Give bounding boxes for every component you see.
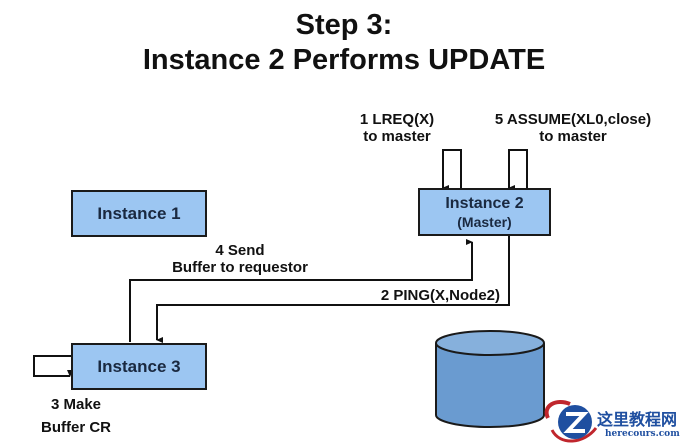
instance3-box: Instance 3	[71, 343, 207, 390]
send-buffer-arrow	[129, 239, 473, 342]
watermark-logo-icon	[544, 399, 598, 443]
step3-label: 3 Make Buffer CR	[36, 396, 116, 436]
step5-line1: 5 ASSUME(XL0,close)	[494, 111, 652, 128]
step1-label: 1 LREQ(X) to master	[352, 111, 442, 145]
instance1-label: Instance 1	[97, 204, 181, 223]
instance3-label: Instance 3	[97, 357, 181, 376]
database-cylinder-icon	[435, 330, 545, 428]
instance1-box: Instance 1	[71, 190, 207, 237]
step4-line1: 4 Send	[215, 242, 265, 259]
ping-arrow	[156, 236, 510, 343]
step5-line2: to master	[539, 128, 607, 145]
step1-line1: 1 LREQ(X)	[359, 111, 435, 128]
watermark-cn-text: 这里教程网	[597, 410, 678, 429]
step5-label: 5 ASSUME(XL0,close) to master	[478, 111, 668, 145]
assume-loop-arrow	[508, 149, 528, 191]
watermark-en-text: herecours.com	[605, 429, 680, 439]
step4-line2: Buffer to requestor	[172, 259, 308, 276]
instance2-master-box: Instance 2 (Master)	[418, 188, 551, 236]
step1-line2: to master	[363, 128, 431, 145]
diagram-title-line2: Instance 2 Performs UPDATE	[142, 44, 546, 76]
lreq-loop-arrow	[442, 149, 462, 191]
instance2-label: Instance 2	[445, 195, 524, 212]
instance2-sublabel: (Master)	[457, 214, 512, 230]
step3-line1: 3 Make	[50, 396, 102, 413]
step2-label: 2 PING(X,Node2)	[360, 287, 500, 304]
step2-line1: 2 PING(X,Node2)	[380, 287, 500, 304]
make-cr-loop-arrow	[33, 355, 73, 377]
step4-label: 4 Send Buffer to requestor	[150, 242, 330, 276]
diagram-title-line1: Step 3:	[295, 9, 393, 41]
step3-line2: Buffer CR	[41, 419, 111, 436]
